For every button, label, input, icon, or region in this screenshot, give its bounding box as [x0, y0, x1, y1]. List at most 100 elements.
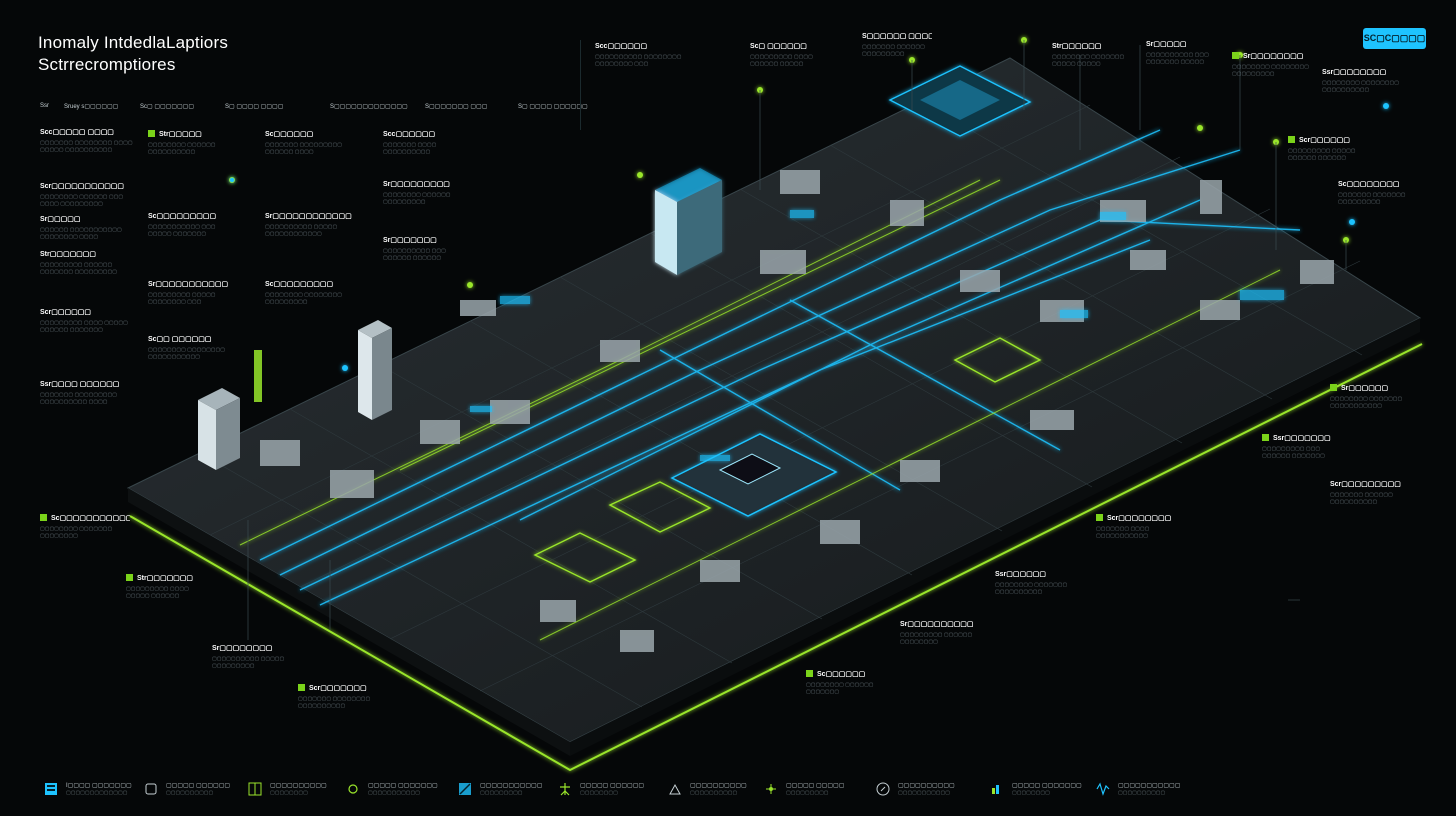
platform-glow-edge — [129, 343, 1423, 772]
network-icon — [459, 783, 471, 795]
info-panel-col2-2: Sc▢▢▢▢▢▢▢▢▢ ▢▢▢▢▢▢▢▢▢▢▢ ▢▢▢ ▢▢▢▢▢ ▢▢▢▢▢▢… — [148, 212, 243, 238]
platform-grid — [199, 100, 1363, 708]
legend-item: ▢▢▢▢▢▢▢▢▢▢ ▢▢▢▢▢▢▢▢ — [248, 777, 378, 803]
legend-sub: ▢▢▢▢▢▢▢▢ — [270, 790, 308, 796]
legend-title: ▢▢▢▢▢▢▢▢▢▢ — [898, 783, 955, 789]
legend-item: I▢▢▢▢ ▢▢▢▢▢▢▢ ▢▢▢▢▢▢▢▢▢▢▢▢▢ — [44, 777, 174, 803]
nav-item[interactable]: Ssr — [40, 103, 49, 109]
info-panel-left-6: Ssr▢▢▢▢ ▢▢▢▢▢▢ ▢▢▢▢▢▢▢ ▢▢▢▢▢▢▢▢▢ ▢▢▢▢▢▢▢… — [40, 380, 190, 406]
panel-line: ▢▢▢▢▢▢▢▢▢ ▢▢▢▢ — [750, 54, 813, 60]
info-panel-bottom-1: Sc▢▢▢▢▢▢▢▢▢▢▢ ▢▢▢▢▢▢▢▢ ▢▢▢▢▢▢▢ ▢▢▢▢▢▢▢▢ — [40, 514, 130, 540]
panel-title: Sr▢▢▢▢▢▢▢▢▢▢▢ — [148, 281, 229, 288]
panel-line: ▢▢▢▢▢▢▢▢ ▢▢▢▢▢▢ — [806, 682, 874, 688]
info-panel-left-5: Scr▢▢▢▢▢▢ ▢▢▢▢▢▢▢▢▢ ▢▢▢▢ ▢▢▢▢▢ ▢▢▢▢▢▢ ▢▢… — [40, 308, 190, 334]
panel-line: ▢▢▢▢▢ ▢▢▢▢▢ — [1052, 61, 1101, 67]
chip-icon — [145, 783, 157, 795]
legend-item: ▢▢▢▢▢ ▢▢▢▢▢▢▢ ▢▢▢▢▢▢▢▢▢▢▢ — [346, 777, 476, 803]
nav-item[interactable]: S▢ ▢▢▢▢ ▢▢▢▢ — [225, 104, 284, 110]
green-pad-3 — [953, 337, 1042, 383]
panel-line: ▢▢▢▢▢▢▢▢ ▢▢▢▢ — [40, 234, 99, 240]
panel-title: Sc▢▢▢▢▢▢▢▢▢▢▢ — [40, 514, 130, 524]
panel-line: ▢▢▢▢▢▢▢▢▢ — [862, 51, 905, 57]
legend-title: ▢▢▢▢▢ ▢▢▢▢▢▢ — [580, 783, 645, 789]
info-panel-right-4: Sr▢▢▢▢▢▢ ▢▢▢▢▢▢▢▢ ▢▢▢▢▢▢▢ ▢▢▢▢▢▢▢▢▢▢▢ — [1330, 384, 1415, 410]
panel-title: Sr▢▢▢▢▢▢▢▢ — [212, 645, 273, 652]
panel-line: ▢▢▢▢▢▢▢ ▢▢▢▢▢▢▢▢▢ — [40, 392, 117, 398]
panel-line: ▢▢▢▢▢▢▢ ▢▢▢▢ — [1096, 526, 1150, 532]
panel-line: ▢▢▢▢▢▢▢▢▢▢ ▢▢▢▢▢ — [212, 656, 285, 662]
nav-item[interactable]: Sruey s▢▢▢▢▢▢ — [64, 104, 119, 110]
info-panel-bottom-4: Scr▢▢▢▢▢▢▢ ▢▢▢▢▢▢▢ ▢▢▢▢▢▢▢▢ ▢▢▢▢▢▢▢▢▢▢ — [298, 684, 373, 710]
panel-line: ▢▢▢▢▢▢▢▢ ▢▢▢▢▢▢▢▢ — [1232, 64, 1309, 70]
vertical-label-bar — [254, 350, 262, 402]
legend-sub: ▢▢▢▢▢▢▢▢▢▢▢ — [898, 790, 950, 796]
info-panel-top-5: Sr▢▢▢▢▢ ▢▢▢▢▢▢▢▢▢▢ ▢▢▢ ▢▢▢▢▢▢▢ ▢▢▢▢▢ — [1146, 40, 1226, 66]
panel-line: ▢▢▢▢▢▢▢▢▢ ▢▢▢ — [1262, 446, 1321, 452]
signal-icon — [766, 784, 776, 794]
panel-title: Ssr▢▢▢▢▢▢▢▢ — [1322, 69, 1387, 76]
panel-line: ▢▢▢▢▢▢▢▢ ▢▢▢▢▢▢▢▢ — [265, 292, 342, 298]
nav-item[interactable]: S▢▢▢▢▢▢▢▢▢▢▢▢▢ — [330, 104, 408, 110]
panel-line: ▢▢▢▢▢▢▢▢▢▢ ▢▢▢▢▢ — [265, 224, 338, 230]
info-panel-right-1: Ssr▢▢▢▢▢▢▢▢ ▢▢▢▢▢▢▢▢ ▢▢▢▢▢▢▢▢ ▢▢▢▢▢▢▢▢▢▢ — [1322, 68, 1417, 94]
data-conduits — [259, 129, 1301, 606]
panel-line: ▢▢▢▢▢ ▢▢▢▢▢▢▢ — [148, 231, 207, 237]
nav-item[interactable]: S▢ ▢▢▢▢ ▢▢▢▢▢▢ — [518, 104, 588, 110]
info-panel-right-3: Sc▢▢▢▢▢▢▢▢ ▢▢▢▢▢▢▢ ▢▢▢▢▢▢▢ ▢▢▢▢▢▢▢▢▢ — [1338, 180, 1418, 206]
info-panel-top-2: Sc▢ ▢▢▢▢▢▢ ▢▢▢▢▢▢▢▢▢ ▢▢▢▢ ▢▢▢▢▢▢ ▢▢▢▢▢ — [750, 42, 840, 68]
data-tower — [655, 168, 722, 275]
page-title: Inomaly IntdedlaLaptiors Sctrrecromptior… — [38, 32, 228, 76]
legend-sub: ▢▢▢▢▢▢▢▢▢ — [786, 790, 829, 796]
panel-title: Scr▢▢▢▢▢▢▢▢▢▢▢ — [40, 183, 125, 190]
legend-bar: I▢▢▢▢ ▢▢▢▢▢▢▢ ▢▢▢▢▢▢▢▢▢▢▢▢▢ ▢▢▢▢▢ ▢▢▢▢▢▢… — [40, 777, 1416, 803]
info-panel-col3-1: Sc▢▢▢▢▢▢ ▢▢▢▢▢▢▢ ▢▢▢▢▢▢▢▢▢ ▢▢▢▢▢▢ ▢▢▢▢ — [265, 130, 365, 156]
nav-item[interactable]: S▢▢▢▢▢▢▢ ▢▢▢ — [425, 104, 488, 110]
panel-title: Str▢▢▢▢▢ — [148, 130, 243, 140]
panel-line: ▢▢▢▢▢▢▢▢▢▢ — [148, 149, 196, 155]
cta-button[interactable]: SC▢C▢▢▢▢ — [1363, 28, 1426, 49]
info-panel-col2-3: Sr▢▢▢▢▢▢▢▢▢▢▢ ▢▢▢▢▢▢▢▢▢ ▢▢▢▢▢ ▢▢▢▢▢▢▢▢ ▢… — [148, 280, 243, 306]
panel-title: Scr▢▢▢▢▢▢ — [40, 309, 91, 316]
legend-sub: ▢▢▢▢▢▢▢▢▢▢▢▢▢ — [66, 790, 128, 796]
nav-item[interactable]: Sc▢ ▢▢▢▢▢▢▢ — [140, 104, 195, 110]
panel-line: ▢▢▢▢▢▢▢▢▢▢ — [1330, 499, 1378, 505]
panel-line: ▢▢▢▢▢▢▢▢ ▢▢▢▢▢▢▢ — [1330, 396, 1403, 402]
machine-blocks — [198, 65, 1334, 652]
panel-line: ▢▢▢▢▢▢▢▢▢ — [1232, 71, 1275, 77]
panel-line: ▢▢▢▢▢▢▢▢▢ ▢▢▢▢▢ — [1288, 148, 1356, 154]
info-panel-top-3: S▢▢▢▢▢▢ ▢▢▢▢▢▢ ▢▢▢▢▢▢▢ ▢▢▢▢▢▢ ▢▢▢▢▢▢▢▢▢ — [862, 32, 932, 58]
analytics-icon — [992, 785, 999, 794]
panel-line: ▢▢▢▢▢▢▢▢ ▢▢▢▢▢▢▢ — [40, 526, 113, 532]
panel-line: ▢▢▢▢▢▢ ▢▢▢▢▢▢ — [383, 255, 442, 261]
panel-title: Scr▢▢▢▢▢▢▢▢ — [1096, 514, 1176, 524]
legend-title: ▢▢▢▢▢▢▢▢▢▢ — [270, 783, 327, 789]
panel-title: Sr▢▢▢▢▢▢▢▢▢ — [383, 181, 450, 188]
panel-line: ▢▢▢▢▢▢▢▢ ▢▢▢ — [595, 61, 649, 67]
callout-leaders — [247, 40, 1347, 640]
robot-icon — [560, 783, 570, 796]
panel-line: ▢▢▢▢▢▢▢ ▢▢▢▢▢▢▢▢ — [298, 696, 371, 702]
panel-line: ▢▢▢▢▢▢▢ ▢▢▢▢▢▢▢ — [1338, 192, 1406, 198]
panel-line: ▢▢▢▢▢▢▢▢ ▢▢▢▢▢▢▢ — [995, 582, 1068, 588]
panel-line: ▢▢▢▢▢▢▢▢▢▢ ▢▢▢ — [1146, 52, 1209, 58]
panel-line: ▢▢▢▢▢▢▢ ▢▢▢▢▢ — [1146, 59, 1205, 65]
panel-title: Sc▢▢▢▢▢▢ — [265, 131, 314, 138]
info-panel-col4-2: Sr▢▢▢▢▢▢▢▢▢ ▢▢▢▢▢▢▢▢ ▢▢▢▢▢▢ ▢▢▢▢▢▢▢▢▢ — [383, 180, 483, 206]
info-panel-bottom-5: Sc▢▢▢▢▢▢ ▢▢▢▢▢▢▢▢ ▢▢▢▢▢▢ ▢▢▢▢▢▢▢ — [806, 670, 891, 696]
node-icon — [348, 784, 358, 794]
sensor-icon — [669, 783, 681, 795]
panel-line: ▢▢▢▢▢▢▢▢ ▢▢▢▢▢▢ — [383, 192, 451, 198]
info-panel-bottom-3: Sr▢▢▢▢▢▢▢▢ ▢▢▢▢▢▢▢▢▢▢ ▢▢▢▢▢ ▢▢▢▢▢▢▢▢▢ — [212, 644, 297, 670]
module-cluster — [260, 170, 1334, 652]
panel-title: Ssr▢▢▢▢▢▢▢ — [1262, 434, 1347, 444]
panel-line: ▢▢▢▢▢▢▢▢ ▢▢▢▢▢▢ — [148, 142, 216, 148]
green-pad-1 — [608, 481, 712, 533]
legend-item: ▢▢▢▢▢ ▢▢▢▢▢▢▢ ▢▢▢▢▢▢▢▢ — [990, 777, 1120, 803]
panel-line: ▢▢▢▢▢▢▢▢ ▢▢▢▢▢▢▢▢ — [1322, 80, 1399, 86]
panel-line: ▢▢▢▢▢▢▢ ▢▢▢▢▢▢▢▢▢ — [40, 269, 117, 275]
panel-title: Scc▢▢▢▢▢▢ — [383, 131, 436, 138]
panel-line: ▢▢▢▢▢▢▢▢ ▢▢▢▢▢▢ ▢▢▢ — [40, 194, 124, 200]
cyan-screens — [470, 210, 1284, 461]
info-panel-right-6: Scr▢▢▢▢▢▢▢▢▢ ▢▢▢▢▢▢▢ ▢▢▢▢▢▢ ▢▢▢▢▢▢▢▢▢▢ — [1330, 480, 1415, 506]
legend-title: I▢▢▢▢ ▢▢▢▢▢▢▢ — [66, 783, 132, 789]
